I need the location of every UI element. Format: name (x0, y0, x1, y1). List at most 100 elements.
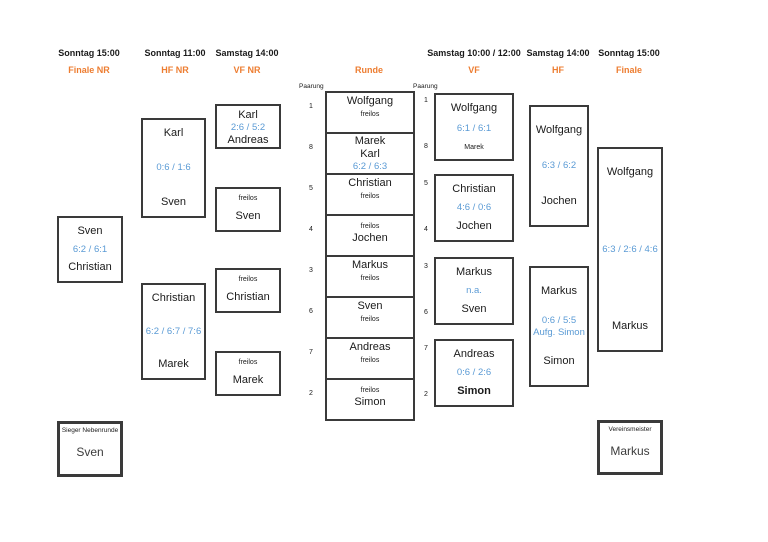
player-name: Marek (232, 374, 264, 386)
pairing-number: 8 (309, 144, 313, 151)
pairing-number: 5 (309, 185, 313, 192)
player-name: Andreas (453, 348, 495, 360)
player-name: Karl (360, 148, 380, 160)
header-time: Samstag 14:00 (526, 48, 590, 58)
match-score: 4:6 / 0:6 (456, 202, 492, 213)
header-finale-nr: Sonntag 15:00 Finale NR (39, 48, 139, 75)
pairing-number: 2 (309, 390, 313, 397)
match-finale-nr[interactable]: Sven 6:2 / 6:1 Christian (57, 216, 123, 283)
match-score: 6:3 / 6:2 (541, 160, 577, 171)
freilos-note: freilos (360, 223, 380, 230)
match-hf-2[interactable]: Markus 0:6 / 5:5 Aufg. Simon Simon (529, 266, 589, 387)
player-name: Sven (357, 300, 383, 312)
pairing-number: 3 (309, 267, 313, 274)
player-name: Markus (455, 266, 493, 278)
player-name: Wolfgang (535, 124, 583, 136)
match-vf-4[interactable]: Andreas 0:6 / 2:6 Simon (434, 339, 514, 407)
player-name: Sven (461, 303, 487, 315)
header-time (319, 48, 419, 59)
freilos-note: freilos (360, 111, 380, 118)
freilos-note: freilos (238, 359, 258, 366)
match-hf-nr-2[interactable]: Christian 6:2 / 6:7 / 7:6 Marek (141, 283, 206, 380)
player-name: Andreas (349, 341, 391, 353)
pairing-number: 6 (309, 308, 313, 315)
player-name: Sven (235, 210, 261, 222)
header-time: Sonntag 11:00 (144, 48, 206, 58)
pairing-number: 6 (424, 309, 428, 316)
paarung-label-right: Paarung (413, 83, 438, 90)
match-score: 6:2 / 6:1 (72, 243, 108, 255)
player-name: Karl (238, 109, 258, 121)
header-round-label: Runde (355, 65, 383, 75)
runde-row-3: Markus freilos (327, 257, 413, 298)
player-name: Andreas (227, 134, 269, 146)
pairing-number: 3 (424, 263, 428, 270)
match-vf-1[interactable]: Wolfgang 6:1 / 6:1 Marek (434, 93, 514, 161)
freilos-note: freilos (360, 387, 380, 394)
header-time: Sonntag 15:00 (598, 48, 660, 58)
runde-row-1: Wolfgang freilos (327, 93, 413, 134)
header-runde: Runde (319, 48, 419, 75)
header-time: Samstag 10:00 / 12:00 (427, 48, 521, 58)
match-score: 0:6 / 5:5 (541, 314, 577, 326)
match-vf-nr-1[interactable]: Karl 2:6 / 5:2 Andreas (215, 104, 281, 149)
vereinsmeister-box: Vereinsmeister Markus (597, 420, 663, 475)
pairing-number: 1 (309, 103, 313, 110)
pairing-number: 1 (424, 97, 428, 104)
pairing-number: 7 (309, 349, 313, 356)
runde-row-6: Sven freilos (327, 298, 413, 339)
player-name: Markus (540, 285, 578, 297)
match-score: n.a. (466, 285, 482, 296)
match-hf-nr-1[interactable]: Karl 0:6 / 1:6 Sven (141, 118, 206, 218)
match-vf-nr-4[interactable]: freilos Marek (215, 351, 281, 396)
runde-row-2: freilos Simon (327, 380, 413, 419)
player-name: Simon (457, 385, 491, 397)
match-hf-1[interactable]: Wolfgang 6:3 / 6:2 Jochen (529, 105, 589, 227)
header-vf: Samstag 10:00 / 12:00 VF (412, 48, 536, 75)
match-vf-3[interactable]: Markus n.a. Sven (434, 257, 514, 325)
pairing-number: 4 (309, 226, 313, 233)
player-name: Markus (351, 259, 389, 271)
player-name: Jochen (352, 232, 388, 244)
match-score: 0:6 / 1:6 (156, 162, 191, 173)
player-name: Christian (226, 291, 270, 303)
header-round-label: Finale NR (68, 65, 110, 75)
header-vf-nr: Samstag 14:00 VF NR (197, 48, 297, 75)
winner-label: Vereinsmeister (608, 426, 652, 433)
match-vf-nr-3[interactable]: freilos Christian (215, 268, 281, 313)
match-score: 6:2 / 6:7 / 7:6 (145, 325, 202, 337)
player-name: Christian (151, 292, 196, 304)
pairing-number: 2 (424, 391, 428, 398)
paarung-label-left: Paarung (299, 83, 324, 90)
header-round-label: HF (552, 65, 564, 75)
header-hf: Samstag 14:00 HF (508, 48, 608, 75)
freilos-note: freilos (360, 357, 380, 364)
player-name: Sven (160, 196, 187, 208)
player-name: Wolfgang (450, 102, 498, 114)
player-name: Christian (452, 183, 496, 195)
match-score: 6:1 / 6:1 (456, 123, 492, 134)
runde-row-7: Andreas freilos (327, 339, 413, 380)
player-name: Karl (163, 127, 184, 139)
player-name: Jochen (456, 220, 492, 232)
match-vf-nr-2[interactable]: freilos Sven (215, 187, 281, 232)
pairing-number: 4 (424, 226, 428, 233)
freilos-note: freilos (360, 275, 380, 282)
header-round-label: VF NR (233, 65, 261, 75)
match-score: 0:6 / 2:6 (456, 367, 492, 378)
freilos-note: freilos (238, 276, 258, 283)
runde-row-5: Christian freilos (327, 175, 413, 216)
match-finale[interactable]: Wolfgang 6:3 / 2:6 / 4:6 Markus (597, 147, 663, 352)
header-round-label: HF NR (161, 65, 189, 75)
player-name: Simon (354, 396, 386, 408)
match-vf-2[interactable]: Christian 4:6 / 0:6 Jochen (434, 174, 514, 242)
score-block: 0:6 / 5:5 Aufg. Simon (533, 315, 585, 339)
winner-label: Sieger Nebenrunde (61, 427, 119, 434)
freilos-note: freilos (360, 193, 380, 200)
player-name: Sven (77, 225, 103, 237)
freilos-note: freilos (238, 195, 258, 202)
header-time: Samstag 14:00 (215, 48, 279, 58)
runde-row-8: Marek Karl 6:2 / 6:3 (327, 134, 413, 175)
match-score: 6:3 / 2:6 / 4:6 (602, 243, 658, 255)
pairing-number: 5 (424, 180, 428, 187)
